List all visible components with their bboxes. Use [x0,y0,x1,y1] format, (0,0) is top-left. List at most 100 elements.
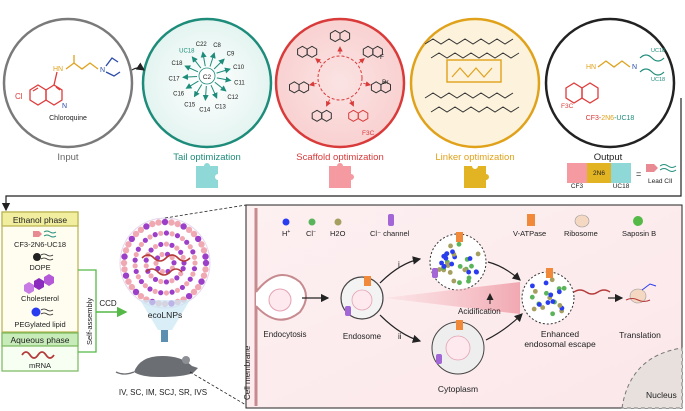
legend-cl-channel: Cl⁻ channel [370,229,410,238]
lnp-core-lipid [191,266,198,272]
lnp-beam [140,300,190,330]
lnp-shell-lipid [185,292,193,300]
lnp-shell-lipid [174,220,181,228]
lnp-core-lipid [190,249,196,255]
lnp-shell-lipid [168,219,175,226]
ion-dot [439,260,444,266]
cell-membrane-label: Cell membrane [243,345,252,400]
ion-dot [450,249,455,255]
mrna-icon [21,351,55,359]
lnp-core-lipid [180,254,186,261]
lnp-core-lipid [191,254,198,260]
lnp-shell-lipid [200,247,208,254]
cell-legend: H+ Cl− H2O Cl⁻ channel V-ATPase Ribosome… [282,214,656,238]
tail-ray [213,58,225,70]
lnp-core-lipid [135,246,141,252]
scaffold-molecules [289,29,391,122]
tail-ray [216,67,231,74]
lnp-shell-lipid [143,223,150,230]
ion-dot [543,280,549,286]
chloroquine-label: Chloroquine [49,115,87,122]
ion-dot [444,251,450,256]
nucleus-shape [621,347,683,409]
arrow-input-tail [131,62,145,71]
puzzle-2n6 [587,163,611,183]
tail-ray [210,84,218,99]
legend-cl: Cl− [306,229,316,238]
ecolnp-particle [119,217,211,309]
chloride-icon [308,218,316,226]
lnp-core-lipid [169,278,175,284]
scaffold-ring [298,81,310,94]
linker-chain [424,38,514,45]
tail-ray [184,65,199,73]
ion-dot [556,289,562,295]
tail-ray [182,74,198,81]
ion-dot [445,261,450,267]
tail-label: C9 [227,51,235,57]
ion-dot [550,311,556,317]
ion-dot [456,241,462,247]
scaffold-optimization-label: Scaffold optimization [296,152,384,163]
lnp-core-lipid [132,257,138,263]
arrow-output-to-formulation [1,98,682,212]
lnp-core-lipid [179,284,186,291]
ion-dot [529,294,535,300]
scaffold-ring [321,109,332,122]
input-linker [65,62,99,70]
lnp-shell-lipid [128,283,136,291]
scaffold-br-label: Br [382,79,389,86]
scaffold-ring [306,45,318,58]
ccd-label: CCD [99,299,117,308]
path-i-label: i [398,260,400,269]
lnp-shell-lipid [132,288,140,296]
peg-lipid-label: PEGylated lipid [14,320,65,329]
input-panel: Cl N HN N Chloroquine Input [2,17,134,163]
tail-ray [185,80,199,89]
lead-head-icon [646,164,658,172]
lnp-core-lipid [152,276,159,283]
output-uc18-b: UC18 [651,77,665,83]
ion-dot [462,267,468,273]
lnp-shell-lipid [198,241,205,248]
lnp-core-lipid [138,278,145,285]
translating-ribosome [629,288,647,304]
cholesterol-icon [34,278,44,290]
ion-dot [530,283,535,289]
puzzle-cf3-label: CF3 [571,183,584,190]
lnp-shell-lipid [122,247,130,254]
output-hn-label: HN [586,64,596,71]
lnp-core-lipid [174,287,181,293]
ion-dot [457,264,463,269]
ion-dot [469,263,474,269]
lnp-core-lipid [178,249,184,255]
linker-chain [424,92,514,99]
lead-cii-label: Lead CII [648,178,673,185]
tail-optimization-label: Tail optimization [173,152,241,163]
ion-dot [449,261,455,267]
scaffold-ring [380,81,391,94]
output-label: Output [594,152,623,163]
lnp-shell-lipid [198,278,205,285]
self-assembly-label: Self-assembly [85,298,94,345]
ion-dot [545,300,551,305]
lnp-shell-lipid [121,266,128,273]
lnp-core-lipid [163,241,170,247]
lnp-core-lipid [169,242,175,248]
ion-dot [557,303,563,308]
lnp-core-lipid [152,288,158,294]
scaffold-f-label: F [380,54,384,61]
aqueous-phase-title: Aqueous phase [10,335,69,345]
lnp-core-lipid [148,247,154,253]
quinoline-n-label: N [62,103,67,110]
tail-label: C22 [196,42,208,48]
zoom-line-top [164,204,247,219]
tail-ray [200,51,207,67]
lnp-core-lipid [192,260,198,266]
lnp-mrna [141,254,191,262]
lnp-core-lipid [163,230,170,236]
tail-center-node [198,67,216,85]
peg-lipid-icon [31,307,41,317]
acidification-beam [384,282,520,314]
